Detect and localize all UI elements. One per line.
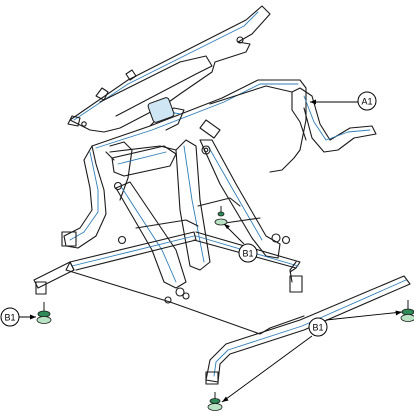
right-arm-loop [291,87,377,153]
upper-seat-mechanism [67,5,271,133]
glide-left [36,302,52,324]
callout-b1-center: B1 [223,223,258,263]
center-bracket [111,145,177,177]
callout-b1-left-label: B1 [4,313,15,323]
front-cross-bar [205,275,411,385]
callout-b1-bottom: B1 [221,310,403,403]
scissor-linkage [109,139,291,304]
seat-frame [91,79,307,173]
callout-a1: A1 [310,91,377,111]
glide-right [400,300,414,322]
callout-b1-left: B1 [0,307,36,327]
left-upright-frame [61,141,133,249]
glide-center [214,206,228,226]
callout-b1-center-label: B1 [242,249,253,259]
callout-a1-label: A1 [361,97,372,107]
glide-bottom [207,392,223,411]
callout-b1-bottom-label: B1 [312,323,323,333]
